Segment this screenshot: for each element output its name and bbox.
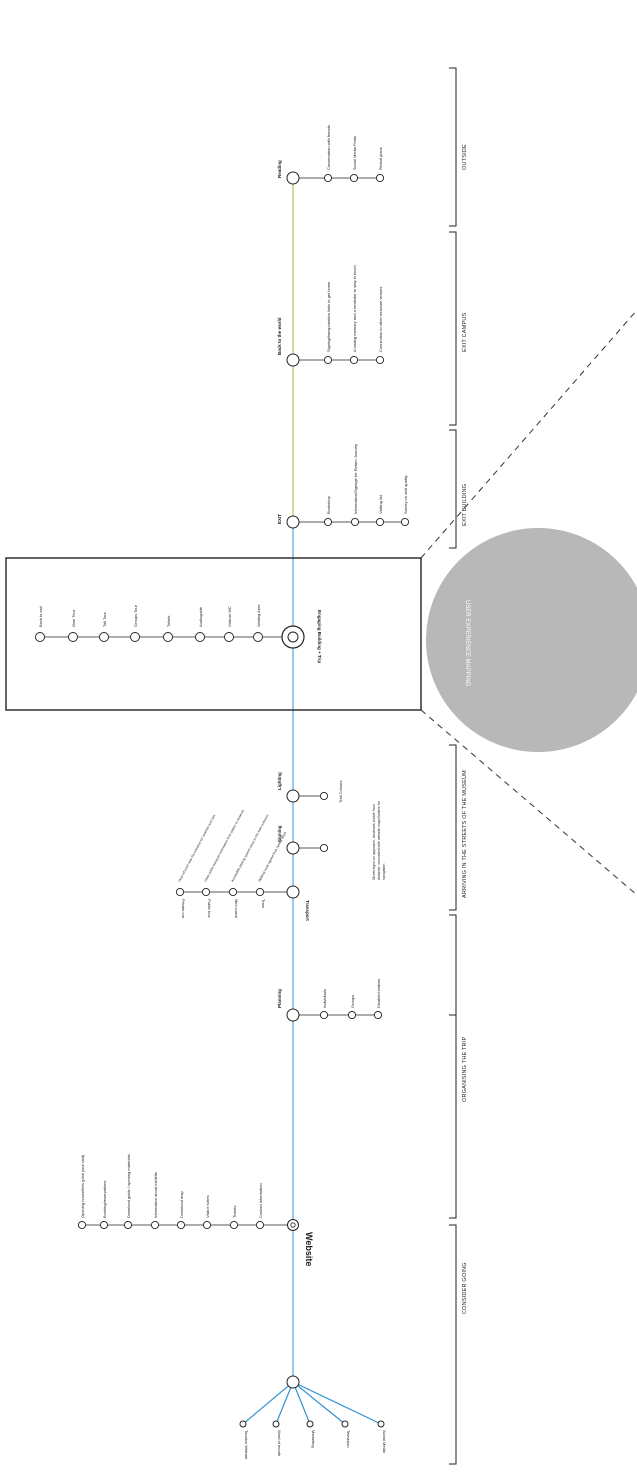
engaging-label: Engaging Building + Trip (317, 610, 322, 663)
website-item-label: Download guide / opening materials (126, 1154, 131, 1218)
engaging-node-inner (287, 631, 299, 643)
back-to-world-item-nodes (323, 355, 385, 365)
signing-label: Signing (277, 825, 282, 842)
lighting-item-label: Trail Colours (338, 780, 343, 803)
transport-item-label: Private car (181, 899, 186, 919)
building-item-label: Visitors WC (227, 606, 232, 627)
exit-item-label: Visiting list (378, 494, 383, 514)
lighting-item-node (319, 791, 329, 801)
phase-label: EXIT BUILDING (462, 484, 468, 526)
reading-item-nodes (323, 173, 385, 183)
transport-item-label: Public bus (207, 899, 212, 917)
building-box (5, 557, 422, 711)
exit-item-nodes (323, 517, 410, 527)
planning-item-label: Groups (350, 995, 355, 1008)
building-item-label: Waiting Area (256, 604, 261, 627)
exit-item-label: Survey on visit quality (403, 475, 408, 514)
website-item-label: Visitor Notes (205, 1195, 210, 1218)
website-node-inner (290, 1222, 296, 1228)
signing-node (286, 841, 300, 855)
transport-item-label: Train (261, 899, 266, 908)
website-item-label: Opening hours/fees (plan your visit) (80, 1154, 85, 1218)
experience-circle (426, 528, 637, 752)
consider-hub-node (286, 1375, 300, 1389)
consider-source-nodes (239, 1420, 385, 1428)
transport-label: Transport (305, 900, 310, 921)
signing-note: Street signs on approach, landmark visib… (372, 801, 387, 880)
building-item-label: Back to exit (38, 605, 43, 627)
transport-note: Walking route signed from nearby stops (257, 831, 287, 883)
reading-item-label: Revisit plans (378, 147, 383, 170)
signing-item-node (319, 843, 329, 853)
consider-source-label: Social Media (382, 1430, 387, 1454)
reading-node (286, 171, 300, 185)
phase-label: EXIT CAMPUS (462, 312, 468, 352)
planning-item-nodes (319, 1010, 383, 1020)
back-to-world-item-label: Signing/transportation links to get home (326, 281, 331, 352)
transport-item-label: Mini coach (234, 899, 239, 918)
website-item-label: Download map (179, 1191, 184, 1218)
back-to-world-node (286, 353, 300, 367)
exit-node (286, 515, 300, 529)
building-item-label: Own Tour (71, 609, 76, 627)
experience-circle-label: USER EXPERIENCE MAPPING (464, 600, 470, 687)
zoom-dash-bottom (420, 709, 637, 896)
reading-item-label: Social Media Posts (352, 136, 357, 170)
phase-label: ARRIVING IN THE STREETS OF THE MUSEUM (462, 770, 468, 898)
reading-label: Reading (277, 160, 282, 178)
phase-label: OUTSIDE (462, 144, 468, 170)
phase-brackets (449, 67, 457, 1465)
building-item-label: Toilets (166, 616, 171, 627)
website-item-label: Tickets (232, 1205, 237, 1218)
transport-item-nodes (175, 887, 265, 897)
website-item-label: Contact information (258, 1183, 263, 1218)
back-to-world-item-label: Connection to other museum venues (378, 287, 383, 352)
lighting-label: Lighting (277, 772, 282, 790)
consider-source-label: Television (346, 1430, 351, 1448)
back-to-world-item-label: A lasting memory and a reminder to stay … (352, 265, 357, 352)
planning-item-label: Individuals (322, 989, 327, 1008)
planning-label: Planning (277, 989, 282, 1008)
reading-item-label: Conversation with friends (326, 125, 331, 170)
consider-source-label: Tourism Website (244, 1430, 249, 1460)
website-label: Website (304, 1232, 314, 1266)
consider-fan (242, 1381, 382, 1425)
transport-node (286, 885, 300, 899)
phase-label: ORGANISING THE TRIP (462, 1037, 468, 1102)
building-item-label: Audioguide (198, 606, 203, 627)
building-item-label: Tall Tour (102, 612, 107, 627)
planning-node (286, 1008, 300, 1022)
lighting-node (286, 789, 300, 803)
exit-label: EXIT (277, 514, 282, 524)
website-item-label: Information about exhibits (153, 1172, 158, 1218)
back-to-world-label: Back to the world (277, 317, 282, 355)
website-item-nodes (77, 1220, 265, 1230)
exit-item-label: Information/Signage for Return Journey (353, 444, 358, 514)
phase-label: CONSIDER GOING (462, 1262, 468, 1314)
consider-source-label: Word of mouth (277, 1430, 282, 1456)
building-item-label: Groups Tour (133, 604, 138, 627)
exit-item-label: Bookshop (326, 495, 331, 514)
signing-note-box: Street signs on approach, landmark visib… (372, 801, 387, 880)
consider-source-label: Marketing (311, 1430, 316, 1448)
zoom-dash-top (420, 309, 637, 559)
building-item-nodes (35, 632, 263, 642)
website-item-label: Booking/reservations (102, 1181, 107, 1218)
planning-item-label: Disabled visitors (376, 979, 381, 1008)
